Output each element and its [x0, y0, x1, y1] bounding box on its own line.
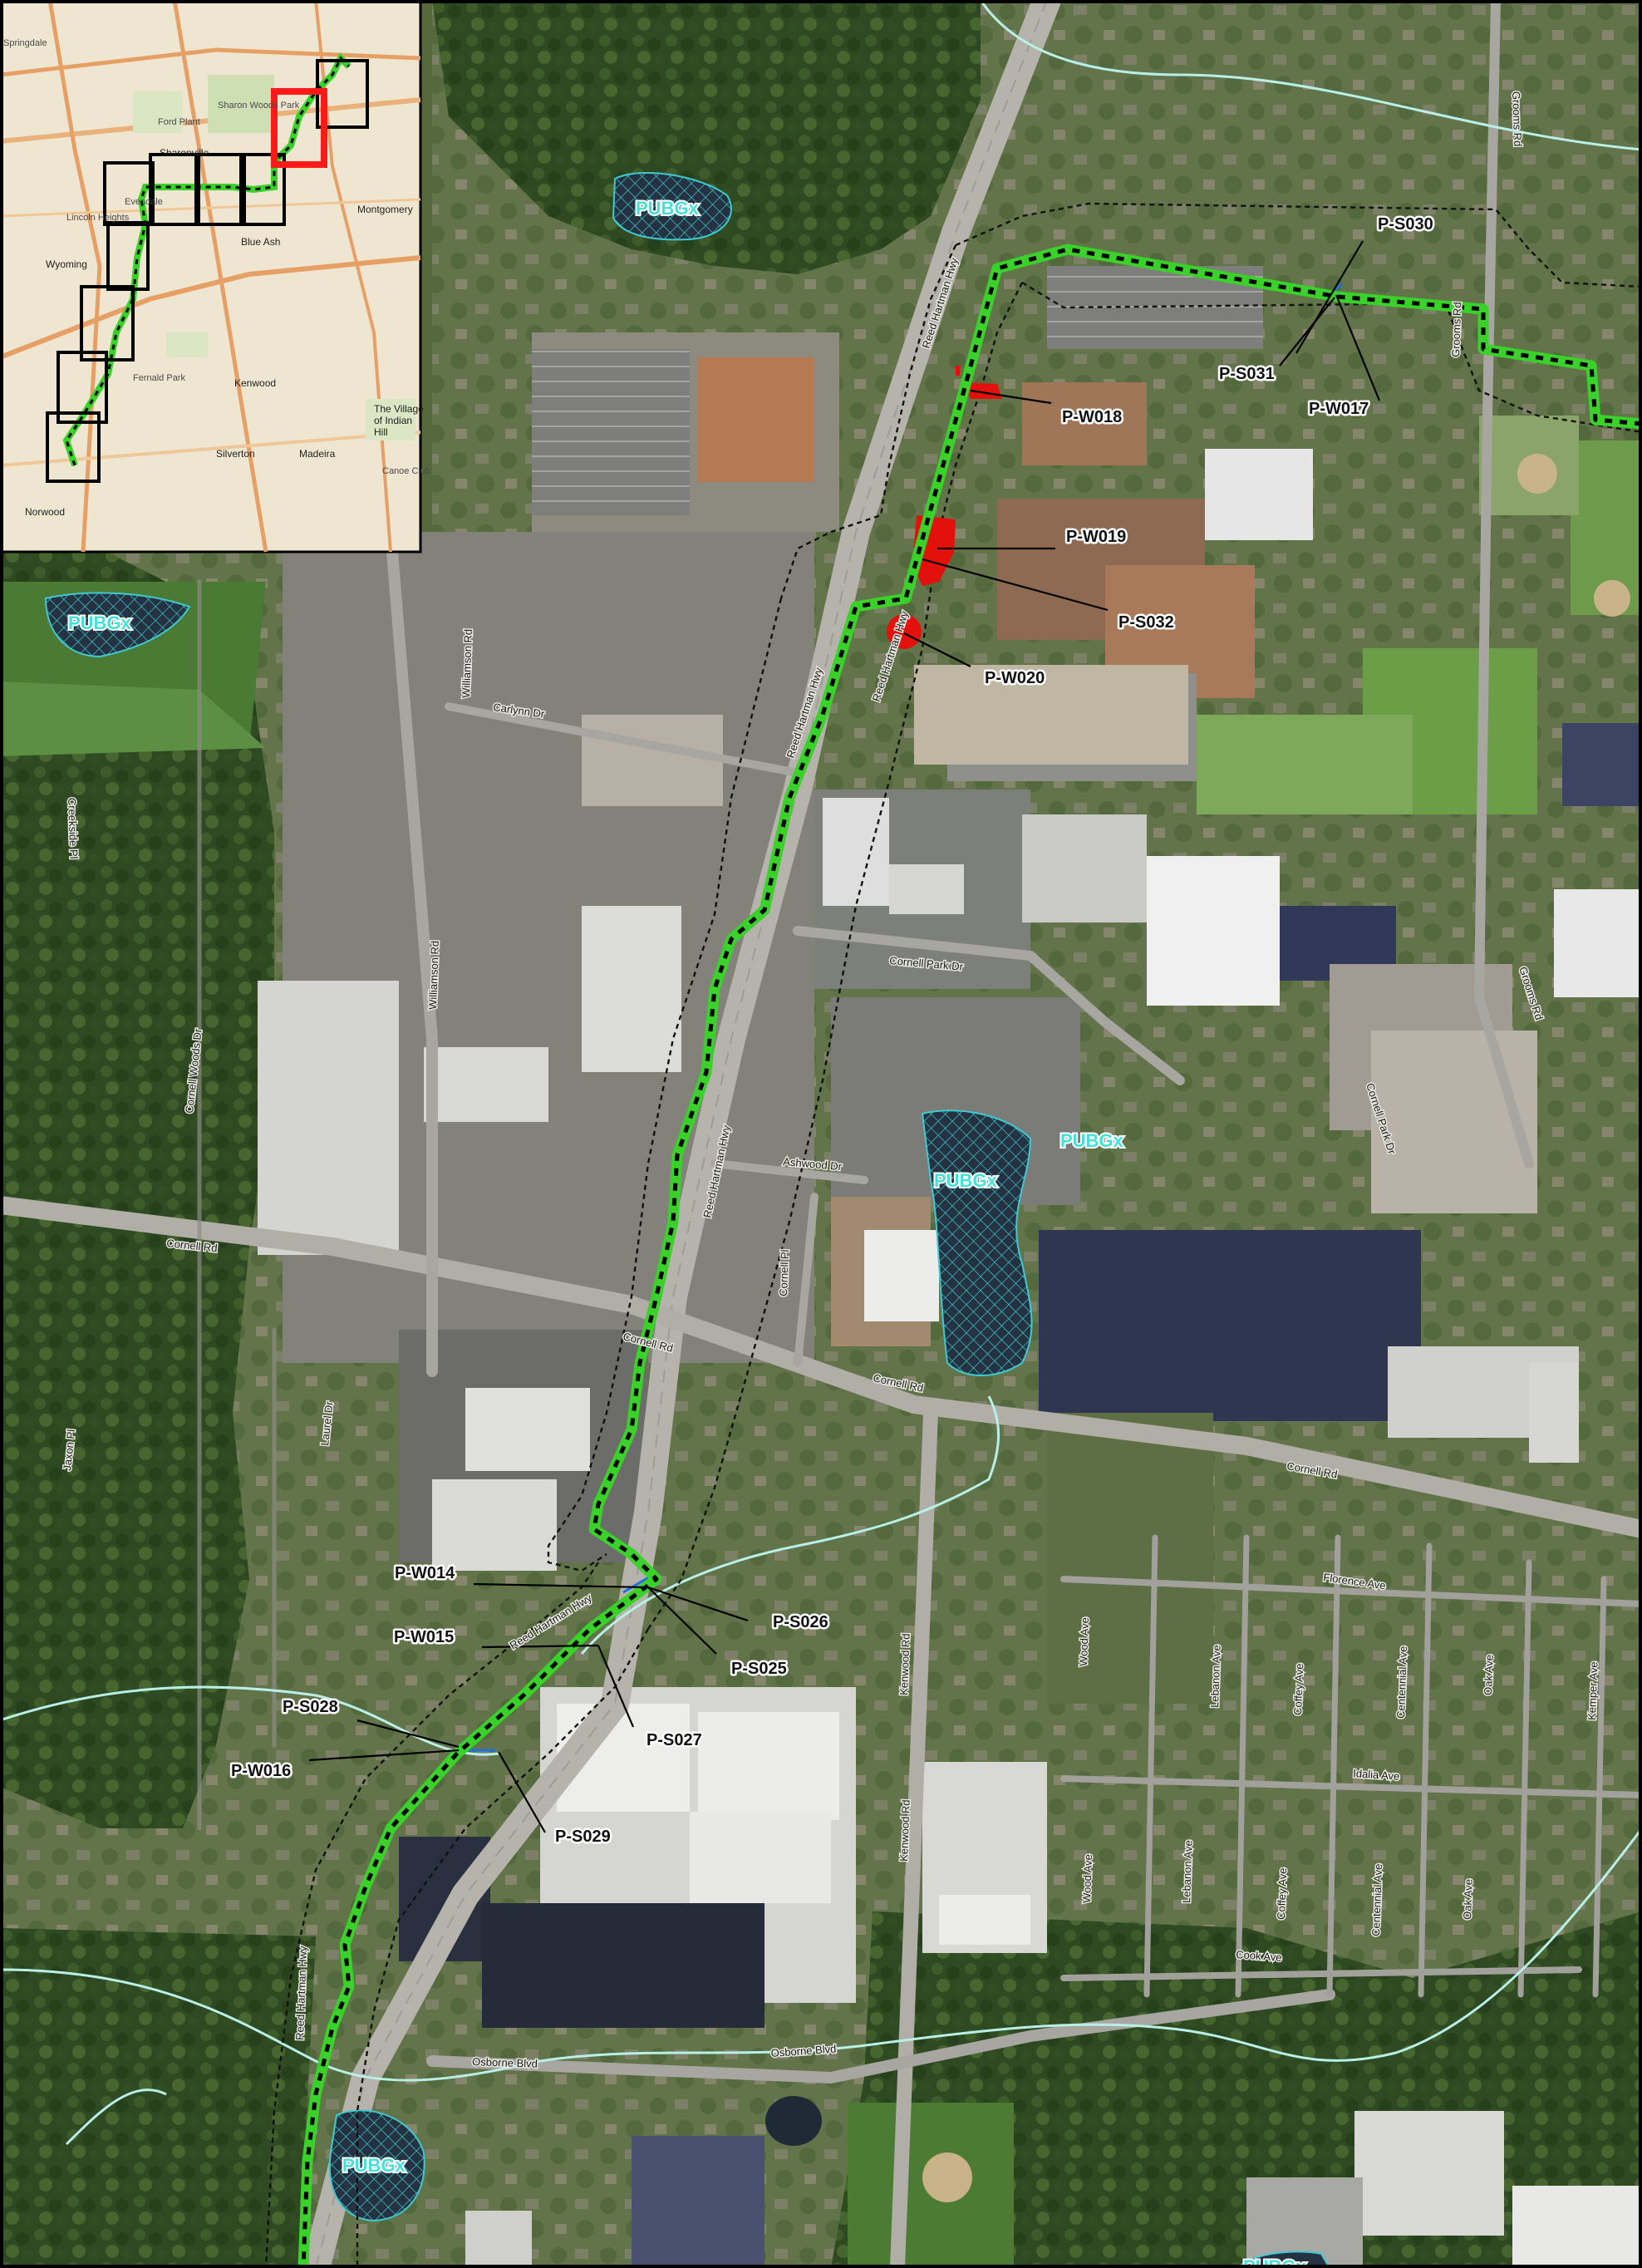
- callout-leaders: [308, 240, 1381, 1833]
- label-p-w016: P-W016: [231, 1762, 291, 1780]
- road-label: Kemper Ave: [1585, 1661, 1600, 1720]
- inset-place-label: Lincoln Heights: [66, 213, 130, 223]
- road-label: Creekside Pl: [66, 798, 81, 859]
- inset-place-label: Evendale: [125, 197, 163, 207]
- pond-labels: PUBGx PUBGx PUBGx PUBGx PUBGx PUBGx: [66, 196, 1309, 2268]
- road-label: Osborne Blvd: [472, 2055, 538, 2070]
- road-label: Kenwood Rd: [897, 1799, 912, 1862]
- road-label: Coffey Ave: [1275, 1867, 1289, 1920]
- inset-place-label: Silverton: [216, 448, 255, 460]
- road-label: Grooms Rd: [1449, 302, 1463, 357]
- label-p-s032: P-S032: [1118, 613, 1174, 632]
- pond-polygons: [44, 171, 1331, 2268]
- label-p-s028: P-S028: [283, 1698, 338, 1716]
- inset-place-label: Kenwood: [234, 377, 276, 389]
- inset-place-label: Sharon Woods Park: [218, 101, 300, 111]
- label-p-s029: P-S029: [555, 1828, 611, 1846]
- label-pubgx: PUBGx: [934, 1170, 998, 1191]
- label-pubgx: PUBGx: [342, 2155, 406, 2176]
- road-label: Lebanon Ave: [1180, 1840, 1195, 1903]
- inset-place-label: Canoe Club: [382, 466, 430, 476]
- pipeline-centerline: [297, 244, 1642, 2268]
- label-p-w019: P-W019: [1066, 528, 1126, 546]
- road-label: Wood Ave: [1080, 1854, 1094, 1903]
- road-label: Coffey Ave: [1291, 1663, 1305, 1715]
- road-label: Centennial Ave: [1394, 1646, 1409, 1719]
- inset-place-label: Springdale: [3, 38, 47, 48]
- road-label: Oak Ave: [1461, 1879, 1475, 1920]
- label-p-w017: P-W017: [1309, 400, 1369, 418]
- inset-place-label: Montgomery: [357, 204, 413, 215]
- road-label: Centennial Ave: [1369, 1863, 1384, 1936]
- label-pubgx: PUBGx: [1060, 1130, 1124, 1151]
- road-label: Williamson Rd: [460, 629, 474, 699]
- label-p-s030: P-S030: [1378, 215, 1433, 234]
- road-label: Idalia Ave: [1353, 1767, 1400, 1783]
- road-label: Oak Ave: [1482, 1655, 1496, 1695]
- label-p-w014: P-W014: [395, 1564, 455, 1582]
- road-label: Cornell Pl: [777, 1249, 791, 1296]
- inset-place-label: Madeira: [299, 448, 336, 460]
- road-label: Reed Hartman Hwy: [293, 1946, 309, 2040]
- stream-lines: [0, 0, 1642, 2146]
- road-label: Cook Ave: [1236, 1948, 1282, 1964]
- label-p-s031: P-S031: [1219, 365, 1275, 383]
- road-label: Williamson Rd: [426, 941, 441, 1011]
- label-pubgx: PUBGx: [68, 613, 132, 633]
- inset-locator-map: Springdale Ford Plant Sharon Woods Park …: [0, 0, 430, 553]
- label-p-s027: P-S027: [646, 1731, 702, 1749]
- inset-place-label: Ford Plant: [158, 117, 200, 127]
- inset-place-label: Wyoming: [46, 258, 87, 270]
- wetland-stream-labels: P-S030 P-S031 P-W017 P-W018 P-W019 P-S03…: [229, 214, 1436, 1848]
- road-label: Grooms Rd: [1510, 91, 1524, 147]
- label-p-w015: P-W015: [394, 1628, 454, 1646]
- label-pubgx: PUBGx: [636, 198, 700, 219]
- road-label: Osborne Blvd: [770, 2043, 837, 2059]
- road-label: Jaxon Pl: [61, 1429, 77, 1471]
- inset-place-label: Blue Ash: [241, 236, 280, 248]
- label-p-w018: P-W018: [1062, 408, 1122, 426]
- inset-place-label: Norwood: [25, 506, 65, 518]
- label-p-s026: P-S026: [773, 1613, 828, 1631]
- road-label: Lebanon Ave: [1208, 1645, 1223, 1708]
- road-label: Wood Ave: [1077, 1617, 1091, 1666]
- corridor-buffer: [264, 202, 1642, 2268]
- label-p-w020: P-W020: [985, 669, 1045, 687]
- road-label: Kenwood Rd: [897, 1633, 912, 1695]
- label-p-s025: P-S025: [731, 1660, 787, 1678]
- inset-place-label: Sharonville: [160, 147, 209, 159]
- inset-place-label: Fernald Park: [133, 373, 185, 383]
- road-label: Laurel Dr: [318, 1400, 336, 1446]
